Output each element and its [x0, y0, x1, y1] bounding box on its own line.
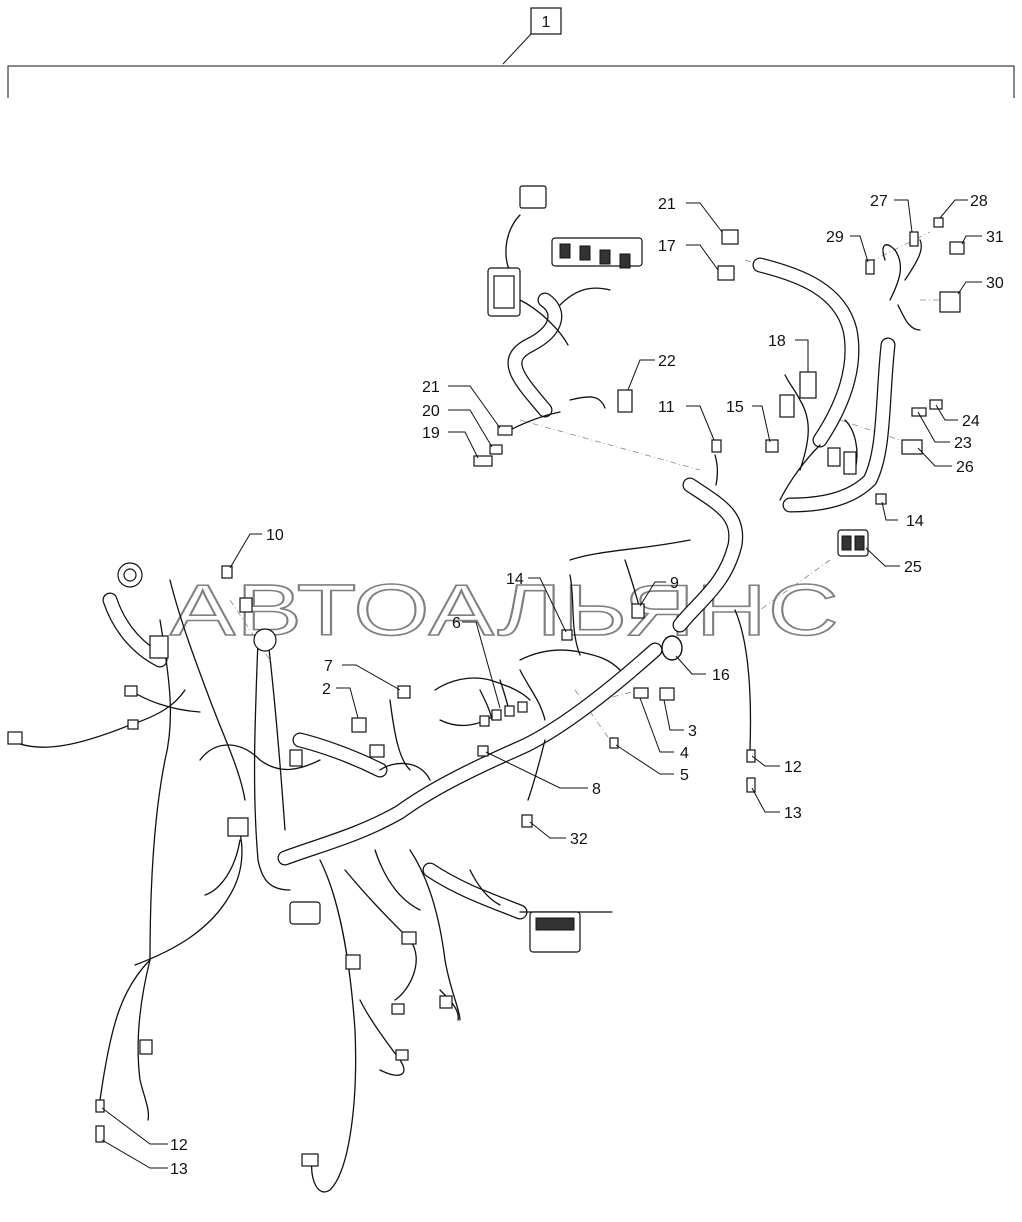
- callout-c-28: 4: [680, 745, 689, 762]
- callout-c-5: 29: [826, 229, 844, 246]
- callout-c-22: 9: [670, 575, 679, 592]
- connector-15: [765, 439, 779, 453]
- callout-c-4: 28: [970, 193, 988, 210]
- connector-6c: [504, 705, 515, 717]
- callout-c-30: 12: [784, 759, 802, 776]
- assembly-bracket: 1: [7, 7, 1015, 98]
- connector-29: [865, 259, 875, 275]
- connector-6d: [517, 701, 528, 713]
- connector-20: [489, 444, 503, 455]
- grommet-16: [661, 635, 683, 661]
- connector-21-upper: [721, 229, 739, 245]
- connector-28: [933, 217, 944, 228]
- connectors: [7, 185, 965, 1167]
- assembly-number: 1: [542, 14, 551, 31]
- callout-c-35: 13: [170, 1161, 188, 1178]
- connector-6a: [479, 715, 490, 727]
- watermark-text: АВТОАЛЬЯНС: [170, 571, 840, 651]
- connector-11: [711, 439, 722, 453]
- callout-c-24: 16: [712, 667, 730, 684]
- connector-6b: [491, 709, 502, 721]
- callout-c-25: 7: [324, 658, 333, 675]
- callout-c-33: 32: [570, 831, 588, 848]
- connector-2: [351, 717, 367, 733]
- callout-c-23: 6: [452, 615, 461, 632]
- connector-8: [477, 745, 489, 757]
- connector-17: [717, 265, 735, 281]
- callout-c-3: 27: [870, 193, 888, 210]
- callout-labels: 21 17 27 28 29 31 30 18 22 21 20 19 11 1…: [170, 193, 1004, 1178]
- connector-4: [633, 687, 649, 699]
- connector-21-lower: [497, 425, 513, 436]
- connector-5: [609, 737, 619, 749]
- main-harness-trunk: [102, 257, 896, 920]
- connector-18: [799, 371, 817, 399]
- connector-27: [909, 231, 919, 247]
- connector-14-right: [875, 493, 887, 505]
- callout-c-26: 2: [322, 681, 331, 698]
- callout-c-2: 17: [658, 238, 676, 255]
- round-connector-center: [253, 628, 277, 652]
- callout-c-16: 23: [954, 435, 972, 452]
- callout-c-14: 15: [726, 399, 744, 416]
- callout-c-32: 13: [784, 805, 802, 822]
- connector-19: [473, 455, 493, 467]
- connector-22: [617, 389, 633, 413]
- callout-c-11: 20: [422, 403, 440, 420]
- callout-c-19: 25: [904, 559, 922, 576]
- connector-31: [949, 241, 965, 255]
- connector-12-right: [746, 749, 756, 763]
- callout-c-27: 3: [688, 723, 697, 740]
- harness-wires: [9, 214, 922, 1193]
- callout-c-18: 14: [906, 513, 924, 530]
- callout-c-15: 24: [962, 413, 980, 430]
- callout-c-21: 14: [506, 571, 524, 588]
- connector-14-mid: [561, 629, 573, 641]
- callout-c-8: 18: [768, 333, 786, 350]
- connector-24: [929, 399, 943, 410]
- callout-c-31: 8: [592, 781, 601, 798]
- callout-c-6: 31: [986, 229, 1004, 246]
- connector-9: [631, 603, 645, 619]
- connector-26: [901, 439, 923, 455]
- connector-32: [521, 814, 533, 828]
- callout-c-17: 26: [956, 459, 974, 476]
- connector-12-left: [95, 1099, 105, 1113]
- callout-c-29: 5: [680, 767, 689, 784]
- callout-leaders: [101, 199, 982, 1169]
- connector-7: [397, 685, 411, 699]
- connector-13-right: [746, 777, 756, 793]
- connector-30: [939, 291, 961, 313]
- callout-c-1: 21: [658, 196, 676, 213]
- callout-c-20: 10: [266, 527, 284, 544]
- callout-c-12: 19: [422, 425, 440, 442]
- callout-c-13: 11: [658, 399, 675, 416]
- assembly-number-box: [530, 7, 562, 35]
- connector-23: [911, 407, 927, 417]
- connector-13-left: [95, 1125, 105, 1143]
- callout-c-7: 30: [986, 275, 1004, 292]
- connector-10: [221, 565, 233, 579]
- callout-c-34: 12: [170, 1137, 188, 1154]
- connector-3: [659, 687, 675, 701]
- callout-c-10: 21: [422, 379, 440, 396]
- callout-c-9: 22: [658, 353, 676, 370]
